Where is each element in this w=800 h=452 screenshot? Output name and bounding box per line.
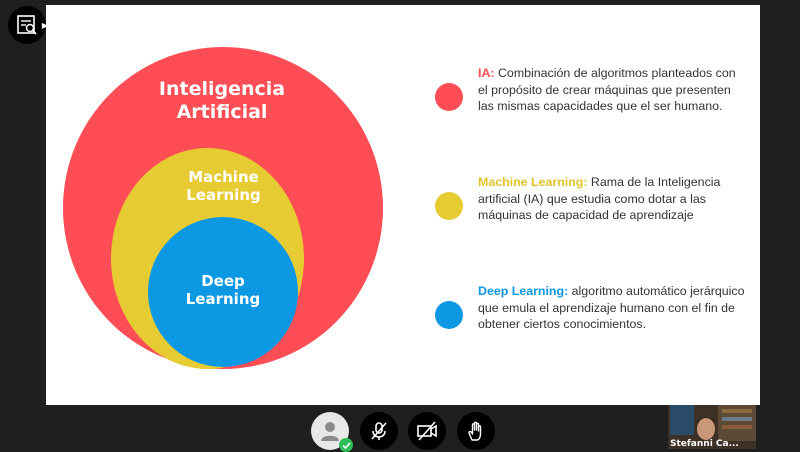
dl-definition-term: Deep Learning: <box>478 284 569 298</box>
ia-definition-term: IA: <box>478 66 495 80</box>
dl-circle-label: Deep Learning <box>164 272 282 308</box>
ia-label-line1: Inteligencia <box>158 78 286 100</box>
dl-label-line1: Deep <box>201 272 245 290</box>
participant-avatar-button[interactable] <box>311 412 353 452</box>
dl-circle <box>148 217 298 367</box>
ml-definition-text: Rama de la Inteligencia artificial (IA) … <box>478 175 721 222</box>
participant-video-icon <box>668 405 756 449</box>
ml-bullet-dot <box>435 192 463 220</box>
user-icon <box>321 422 339 441</box>
raise-hand-button[interactable] <box>457 412 495 450</box>
mute-toggle-button[interactable] <box>360 412 398 450</box>
check-badge-icon <box>339 438 353 452</box>
mic-off-icon <box>371 422 387 440</box>
caret-right-icon: ▶ <box>41 21 48 30</box>
shared-slide: Inteligencia Artificial Machine Learning… <box>46 5 760 405</box>
ia-circle-label: Inteligencia Artificial <box>136 78 308 124</box>
camera-toggle-button[interactable] <box>408 412 446 450</box>
ia-definition-text: Combinación de algoritmos planteados con… <box>478 66 736 113</box>
ml-circle-label: Machine Learning <box>166 168 281 204</box>
dl-bullet-dot <box>435 301 463 329</box>
ml-definition: Machine Learning: Rama de la Inteligenci… <box>478 174 748 224</box>
ml-label-line1: Machine <box>188 168 259 186</box>
dl-label-line2: Learning <box>185 290 261 308</box>
ia-definition: IA: Combinación de algoritmos planteados… <box>478 65 748 115</box>
dl-definition: Deep Learning: algoritmo automático jerá… <box>478 283 748 333</box>
camera-off-icon <box>417 421 437 441</box>
ia-bullet-dot <box>435 83 463 111</box>
ia-label-line2: Artificial <box>176 100 268 123</box>
view-mode-button[interactable]: ▶ <box>8 6 48 44</box>
raise-hand-icon <box>468 421 482 441</box>
dl-definition-text: algoritmo automático jerárquico que emul… <box>478 284 745 331</box>
ml-label-line2: Learning <box>186 186 261 204</box>
ml-definition-term: Machine Learning: <box>478 175 588 189</box>
participant-name: Stefanni Ca... <box>670 439 739 449</box>
view-icon <box>17 15 37 35</box>
participant-video-thumbnail[interactable]: Stefanni Ca... <box>668 405 756 449</box>
